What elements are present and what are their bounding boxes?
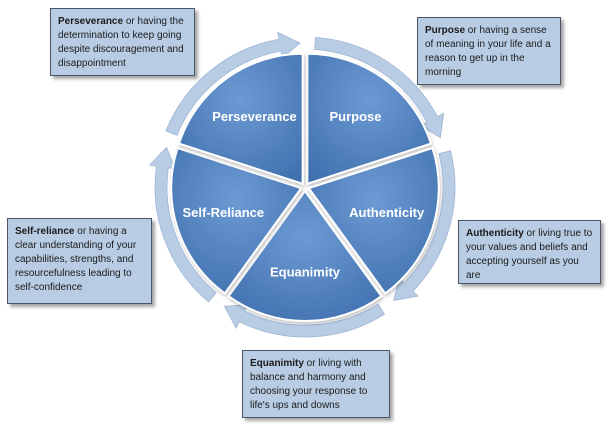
segment-authenticity: [307, 146, 440, 295]
callout-purpose-term: Purpose: [425, 25, 466, 36]
callout-self-reliance-term: Self-reliance: [15, 226, 75, 237]
callout-self-reliance: Self-reliance or having a clear understa…: [7, 218, 152, 304]
callout-perseverance-text: or having the determination to keep goin…: [58, 16, 184, 69]
segment-purpose: [306, 52, 433, 186]
segment-label-equanimity: Equanimity: [270, 264, 341, 279]
segment-self-reliance: [170, 146, 303, 295]
cycle-arrow-3: [223, 303, 386, 338]
cycle-arrow-ring: [148, 31, 456, 338]
callout-perseverance-term: Perseverance: [58, 16, 124, 27]
cycle-arrow-1: [314, 36, 445, 139]
callout-authenticity-term: Authenticity: [466, 228, 524, 239]
callout-equanimity-term: Equanimity: [250, 358, 304, 369]
segment-equanimity: [227, 189, 383, 322]
callout-perseverance: Perseverance or having the determination…: [50, 8, 195, 76]
callout-equanimity-text: or living with balance and harmony and c…: [250, 358, 368, 411]
callout-equanimity: Equanimity or living with balance and ha…: [242, 350, 390, 418]
cycle-arrow-5: [165, 31, 301, 136]
cycle-arrow-2: [393, 150, 456, 301]
segment-label-self-reliance: Self-Reliance: [182, 205, 264, 220]
segment-label-authenticity: Authenticity: [349, 205, 425, 220]
callout-self-reliance-text: or having a clear understanding of your …: [15, 226, 137, 293]
callout-purpose-text: or having a sense of meaning in your lif…: [425, 25, 551, 78]
callout-purpose: Purpose or having a sense of meaning in …: [417, 17, 561, 85]
segment-perseverance: [177, 52, 304, 186]
segment-label-perseverance: Perseverance: [212, 109, 297, 124]
callout-authenticity-text: or living true to your values and belief…: [466, 228, 593, 281]
cycle-arrow-4: [148, 146, 217, 303]
callout-authenticity: Authenticity or living true to your valu…: [458, 220, 601, 284]
segment-label-purpose: Purpose: [329, 109, 381, 124]
